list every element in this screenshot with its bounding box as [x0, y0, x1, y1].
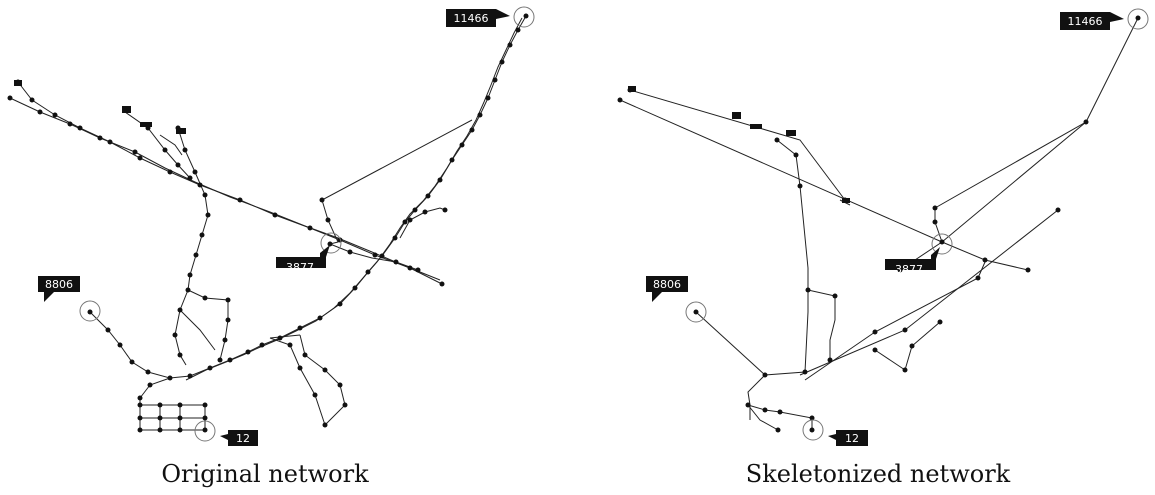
caption-original: Original network	[161, 460, 369, 488]
highlight-ring-11466	[513, 6, 535, 28]
node-tag-8806: 8806	[646, 276, 688, 302]
node-tag-text: 11466	[1068, 15, 1103, 28]
node-tag-11466: 11466	[446, 9, 510, 27]
highlight-ring-8806	[79, 300, 101, 322]
node-tag-12: 12	[220, 430, 258, 446]
node-tag-3877: 3877	[276, 245, 330, 274]
node-tag-text: 12	[236, 432, 250, 445]
node-tag-text: 12	[845, 432, 859, 445]
node-tag-12: 12	[828, 430, 868, 446]
skeleton-nodes	[617, 15, 1141, 433]
original-nodes	[7, 13, 529, 433]
caption-skeletonized: Skeletonized network	[746, 460, 1011, 488]
node-tag-text: 3877	[286, 261, 314, 274]
original-edges	[9, 15, 527, 431]
node-tag-text: 8806	[653, 278, 681, 291]
node-tag-text: 3877	[895, 263, 923, 276]
node-tag-3877: 3877	[885, 247, 940, 276]
node-tag-8806: 8806	[38, 276, 80, 302]
highlight-ring-11466	[1127, 8, 1149, 30]
skeleton-edges	[619, 17, 1139, 431]
node-tag-text: 8806	[45, 278, 73, 291]
node-tag-11466: 11466	[1060, 12, 1124, 30]
highlight-ring-12	[802, 419, 824, 441]
highlight-ring-3877	[931, 233, 953, 255]
highlight-ring-8806	[685, 301, 707, 323]
highlight-ring-3877	[320, 232, 342, 254]
highlight-ring-12	[194, 420, 216, 442]
skeletonized-network-panel: 11466 3877 8806 12	[617, 8, 1149, 446]
original-network-panel: 11466 3877 8806 12	[7, 6, 535, 446]
node-tag-text: 11466	[454, 12, 489, 25]
